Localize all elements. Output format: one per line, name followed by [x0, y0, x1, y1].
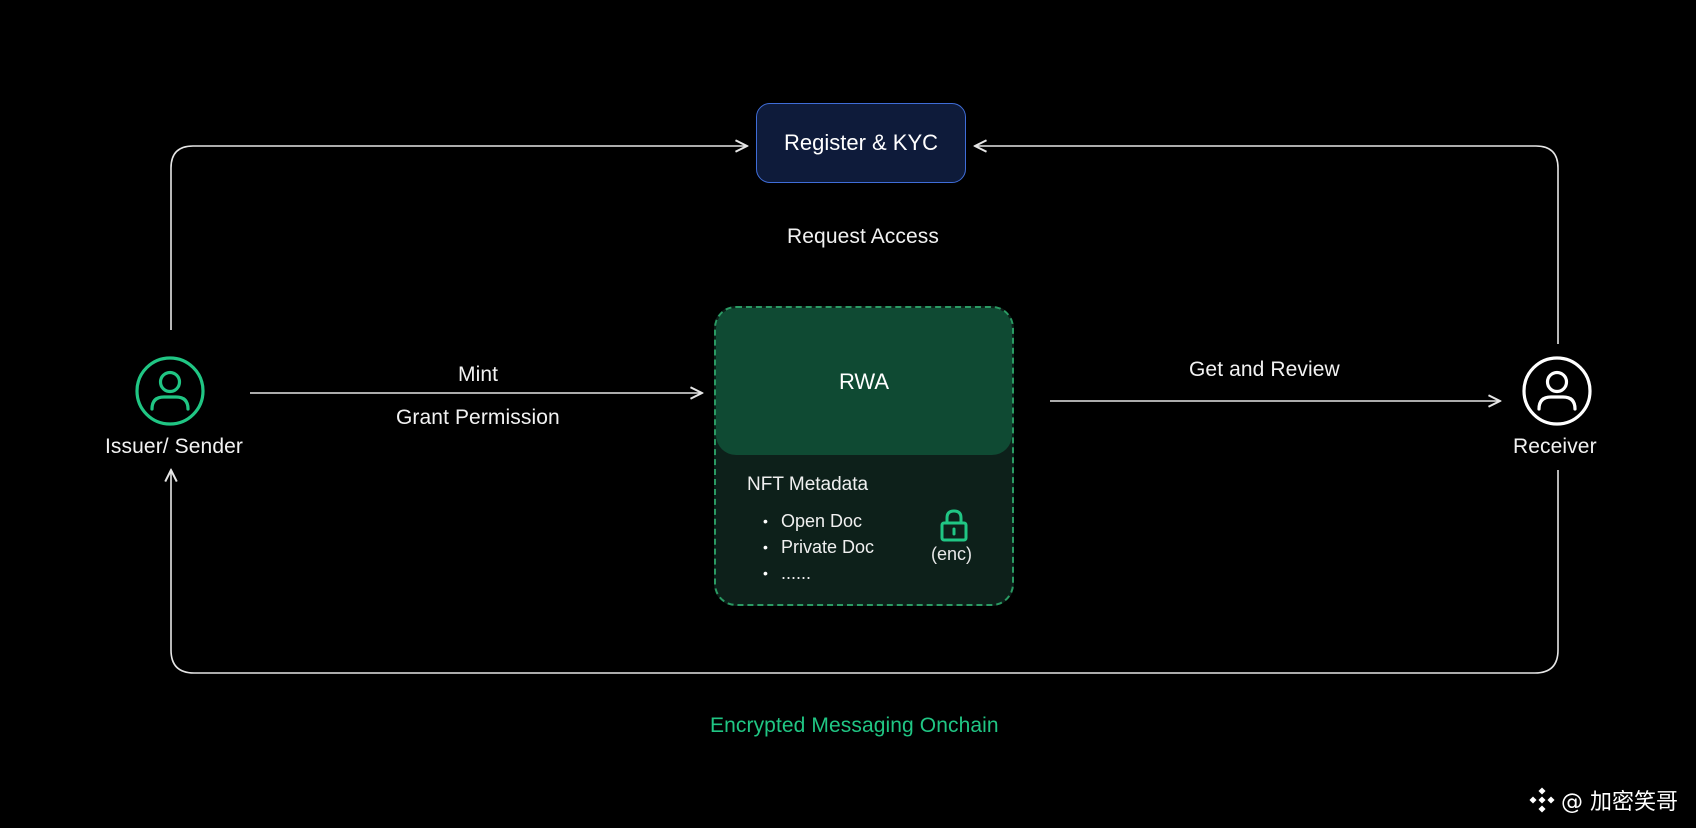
watermark: @ 加密笑哥	[1529, 784, 1678, 816]
list-item: •Private Doc	[763, 537, 875, 557]
issuer-to-kyc-connector	[170, 146, 747, 330]
list-item: •......	[763, 563, 812, 583]
receiver-user-icon	[1522, 356, 1592, 426]
metadata-list: •Open Doc •Private Doc •......	[763, 508, 874, 586]
encrypted-messaging-label: Encrypted Messaging Onchain	[710, 714, 999, 737]
enc-label: (enc)	[931, 544, 973, 564]
rwa-header: RWA	[716, 308, 1012, 455]
rwa-box: RWA NFT Metadata •Open Doc •Private Doc …	[714, 306, 1014, 606]
issuer-user-icon	[135, 356, 205, 426]
get-review-label: Get and Review	[1189, 358, 1340, 381]
lock-icon	[940, 509, 968, 542]
register-kyc-box: Register & KYC	[756, 103, 966, 183]
request-access-label: Request Access	[787, 225, 939, 248]
receiver-to-kyc-connector	[975, 146, 1559, 344]
grant-permission-label: Grant Permission	[396, 406, 560, 429]
watermark-text: @ 加密笑哥	[1561, 790, 1678, 815]
list-item: •Open Doc	[763, 511, 863, 531]
nft-metadata-title: NFT Metadata	[747, 474, 869, 495]
binance-logo-icon	[1529, 787, 1555, 813]
rwa-title: RWA	[838, 368, 890, 394]
mint-label: Mint	[458, 363, 499, 386]
encrypted-messaging-loop	[171, 470, 1559, 674]
issuer-label: Issuer/ Sender	[105, 435, 243, 458]
receiver-label: Receiver	[1513, 435, 1597, 458]
register-kyc-label: Register & KYC	[783, 130, 939, 155]
